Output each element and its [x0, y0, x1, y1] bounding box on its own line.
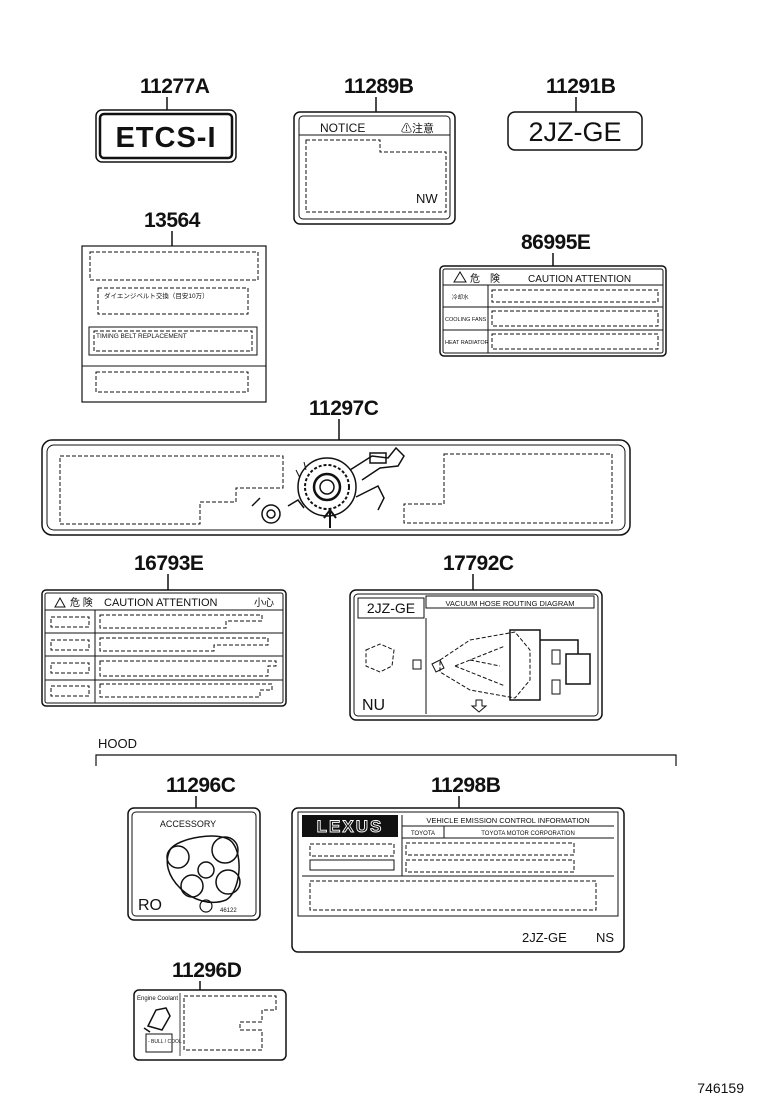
timing-belt-jp-text: ダイエンジベルト交換（目安10万）	[104, 291, 209, 300]
caution-cn-text: 小心	[254, 597, 274, 609]
hood-group: HOOD	[95, 736, 677, 766]
vacuum-diagram-title-text: VACUUM HOSE ROUTING DIAGRAM	[445, 599, 574, 608]
part-number-11277A: 11277A	[140, 75, 210, 98]
part-number-11291B: 11291B	[546, 75, 616, 98]
coolant-sub-text: - BULL / COOL	[148, 1039, 182, 1045]
hood-label: HOOD	[98, 736, 137, 751]
emission-title-text: VEHICLE EMISSION CONTROL INFORMATION	[426, 816, 589, 825]
part-number-11296D: 11296D	[172, 959, 242, 982]
emission-engine-text: 2JZ-GE	[522, 930, 567, 945]
part-number-17792C: 17792C	[443, 552, 514, 575]
accessory-title-text: ACCESSORY	[160, 819, 216, 829]
caution-jp-text: 危 険	[470, 273, 500, 285]
notice-warning-text: ⚠注意	[401, 121, 434, 135]
part-17792C: 17792C 2JZ-GE VACUUM HOSE ROUTING DIAGRA…	[349, 552, 603, 721]
part-16793E: 16793E 危 険 CAUTION ATTENTION 小心	[41, 552, 287, 707]
cooling-fans-row-text: COOLING FANS	[445, 317, 487, 323]
figure-id: 746159	[697, 1080, 744, 1096]
part-number-11289B: 11289B	[344, 75, 414, 98]
lexus-logo-text: LEXUS	[317, 817, 384, 836]
part-11298B: 11298B LEXUS VEHICLE EMISSION CONTROL IN…	[291, 774, 625, 953]
part-11297C: 11297C	[41, 397, 631, 536]
engine-model-label-text: 2JZ-GE	[528, 117, 621, 147]
part-11296C: 11296C ACCESSORY RO 46122	[127, 774, 261, 921]
accessory-small-number-text: 46122	[220, 908, 237, 914]
part-11289B: 11289B NOTICE ⚠注意 NW	[293, 75, 456, 225]
part-86995E: 86995E 危 険 CAUTION ATTENTION 冷却水 COOLING…	[439, 231, 667, 357]
part-number-16793E: 16793E	[134, 552, 204, 575]
caution-attention-text-2: CAUTION ATTENTION	[104, 597, 218, 609]
maker-full-text: TOYOTA MOTOR CORPORATION	[481, 831, 575, 837]
engine-pulley-illustration	[251, 446, 405, 528]
coolant-bottle-illustration	[143, 1007, 173, 1053]
coolant-row-text: 冷却水	[452, 293, 469, 301]
heat-radiator-row-text: HEAT RADIATOR	[445, 340, 489, 346]
part-number-11297C: 11297C	[309, 397, 379, 420]
part-number-13564: 13564	[144, 209, 201, 232]
etcs-label-text: ETCS-I	[115, 122, 216, 154]
part-11296D: 11296D Engine Coolant - BULL / COOL	[133, 959, 287, 1061]
vacuum-engine-model-text: 2JZ-GE	[367, 600, 415, 616]
part-11277A: 11277A ETCS-I	[95, 75, 237, 163]
emission-code-text: NS	[596, 930, 614, 945]
part-11291B: 11291B 2JZ-GE	[507, 75, 643, 151]
notice-header-text: NOTICE	[320, 121, 365, 135]
vacuum-code-text: NU	[362, 697, 385, 714]
timing-belt-en-text: TIMING BELT REPLACEMENT	[96, 333, 187, 340]
accessory-belt-illustration	[166, 835, 241, 913]
caution-jp-text-2: 危 険	[70, 597, 93, 609]
part-number-11298B: 11298B	[431, 774, 501, 797]
part-13564: 13564 ダイエンジベルト交換（目安10万） TIMING BELT REPL…	[81, 209, 267, 403]
vacuum-hose-illustration	[365, 629, 591, 713]
accessory-code-text: RO	[138, 897, 162, 914]
part-number-86995E: 86995E	[521, 231, 591, 254]
coolant-header-text: Engine Coolant	[137, 996, 178, 1002]
part-number-11296C: 11296C	[166, 774, 236, 797]
caution-attention-text: CAUTION ATTENTION	[528, 274, 631, 285]
notice-code-text: NW	[416, 191, 438, 206]
maker-short-text: TOYOTA	[411, 831, 435, 837]
